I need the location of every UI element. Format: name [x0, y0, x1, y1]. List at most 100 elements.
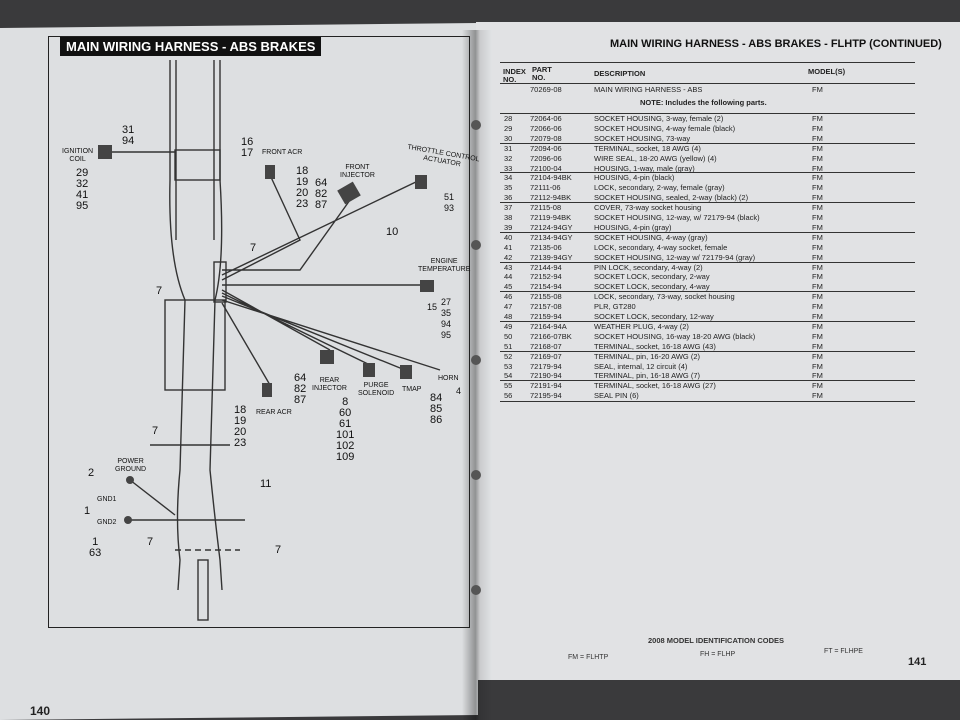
model: FM	[812, 292, 823, 302]
part-number: 72191-94	[530, 381, 562, 391]
callout-7: 7	[250, 242, 257, 254]
callout-84-85-86: 84 85 86	[430, 392, 443, 426]
callout-31-94: 31 94	[122, 124, 135, 147]
model: FM	[812, 371, 823, 381]
callout-15: 15	[427, 302, 438, 312]
index-number: 41	[504, 242, 513, 252]
index-number: 29	[504, 123, 513, 133]
description: TERMINAL, socket, 16-18 AWG (27)	[594, 381, 716, 391]
model: FM	[812, 114, 823, 123]
col-index-header: INDEX NO.	[503, 67, 526, 84]
description: SOCKET LOCK, secondary, 2-way	[594, 272, 710, 282]
description: LOCK, secondary, 4-way socket, female	[594, 242, 728, 252]
index-number: 51	[504, 341, 513, 351]
left-page-number: 140	[30, 704, 51, 718]
index-number: 34	[504, 173, 513, 183]
main-item-row: 70269-08 MAIN WIRING HARNESS - ABS FM	[502, 85, 912, 95]
callout-18-19-20-23-front: 18 19 20 23	[296, 165, 309, 210]
callout-1-63: 1 63	[89, 536, 102, 559]
divider	[500, 320, 915, 322]
index-number: 48	[504, 312, 513, 321]
model: FM	[812, 232, 823, 242]
callout-2: 2	[88, 467, 95, 479]
part-number: 72134-94GY	[530, 232, 573, 242]
part-number: 72166-07BK	[530, 331, 572, 341]
model: FM	[812, 341, 823, 351]
index-number: 36	[504, 193, 513, 203]
index-number: 35	[504, 183, 513, 193]
index-number: 32	[504, 153, 513, 163]
part-number: 72115-08	[530, 203, 562, 213]
model: FM	[812, 381, 823, 391]
gnd1-label: GND1	[97, 496, 117, 503]
footer-code-ft: FT = FLHPE	[824, 648, 863, 655]
description: TERMINAL, pin, 16-18 AWG (7)	[594, 371, 701, 381]
description: SOCKET HOUSING, 12-way w/ 72179-94 (gray…	[594, 252, 756, 262]
model: FM	[812, 163, 823, 173]
model: FM	[812, 133, 823, 143]
part-number: 72157-08	[530, 302, 562, 312]
part-number: 72155-08	[530, 292, 562, 302]
part-number: 72111-06	[530, 183, 561, 193]
description: SOCKET HOUSING, sealed, 2-way (black) (2…	[594, 193, 749, 203]
divider	[500, 380, 915, 382]
description: SOCKET LOCK, secondary, 4-way	[594, 282, 710, 292]
divider	[500, 401, 915, 403]
model: FM	[812, 252, 823, 262]
description: TERMINAL, socket, 18 AWG (4)	[594, 143, 701, 153]
col-description-header: DESCRIPTION	[594, 69, 646, 78]
index-number: 56	[504, 391, 513, 401]
purge-solenoid-label: PURGE SOLENOID	[358, 382, 395, 397]
part-number: 72100-04	[530, 163, 562, 173]
description: PLR, GT280	[594, 302, 636, 312]
callout-16-17: 16 17	[241, 136, 254, 159]
col-part-header: PART NO.	[532, 65, 552, 82]
part-number: 72096-06	[530, 153, 562, 163]
callout-11: 11	[260, 478, 272, 490]
engine-temperature-label: ENGINE TEMPERATURE	[418, 258, 471, 273]
description: LOCK, secondary, 73-way, socket housing	[594, 292, 735, 302]
description: SOCKET HOUSING, 4-way female (black)	[594, 123, 736, 133]
tmap-label: TMAP	[402, 386, 422, 393]
index-number: 54	[504, 371, 513, 381]
callout-29-32-41-95: 29 32 41 95	[76, 167, 89, 212]
divider	[500, 261, 915, 263]
description: COVER, 73-way socket housing	[594, 203, 702, 213]
callout-7: 7	[152, 425, 159, 437]
binding-hole	[471, 355, 481, 365]
model: FM	[812, 193, 823, 203]
index-number: 45	[504, 282, 513, 292]
right-page-number: 141	[908, 656, 927, 668]
description: SOCKET HOUSING, 3-way, female (2)	[594, 114, 724, 123]
index-number: 43	[504, 262, 513, 272]
part-number: 72169-07	[530, 351, 562, 361]
description: TERMINAL, pin, 16-20 AWG (2)	[594, 351, 701, 361]
model: FM	[812, 173, 823, 183]
index-number: 46	[504, 292, 513, 302]
horn-label: HORN	[438, 375, 459, 382]
callout-7: 7	[147, 536, 154, 548]
index-number: 55	[504, 381, 513, 391]
part-number: 72154-94	[530, 282, 562, 292]
index-number: 31	[504, 143, 513, 153]
description: PIN LOCK, secondary, 4-way (2)	[594, 262, 703, 272]
binding-hole	[471, 470, 481, 480]
rear-acr-label: REAR ACR	[256, 409, 292, 416]
ignition-coil-label: IGNITION COIL	[62, 148, 94, 163]
model: FM	[812, 262, 823, 272]
description: MAIN WIRING HARNESS - ABS	[594, 85, 703, 94]
part-number: 72164-94A	[530, 321, 567, 331]
